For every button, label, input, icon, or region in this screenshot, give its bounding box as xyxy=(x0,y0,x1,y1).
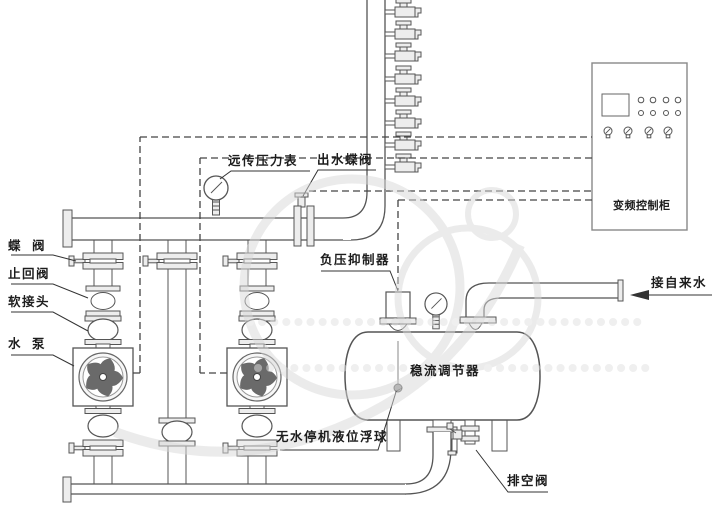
control-wiring xyxy=(133,136,592,374)
inlet-arrow xyxy=(630,290,649,300)
leader-lines xyxy=(11,169,712,493)
tap-faucet xyxy=(384,65,422,85)
label-flow-stabilizer: 稳流调节器 xyxy=(410,364,481,378)
cabinet-display-screen xyxy=(601,93,630,117)
inlet-end-flange xyxy=(617,279,624,302)
soft-joint xyxy=(161,420,193,444)
butterfly-valve xyxy=(68,252,124,270)
butterfly-valve xyxy=(68,439,124,457)
remote-pressure-gauge xyxy=(203,175,229,216)
pipe-segment xyxy=(93,455,113,485)
indicator-lights xyxy=(637,96,682,116)
outlet-riser-pipe xyxy=(342,0,386,241)
label-negative-pressure-suppressor: 负压抑制器 xyxy=(320,253,391,267)
tap-faucet xyxy=(384,131,422,151)
floor-taps xyxy=(384,0,422,173)
water-pump-1 xyxy=(72,347,134,407)
bypass-column xyxy=(142,239,198,485)
tap-faucet xyxy=(384,0,422,18)
drain-valve xyxy=(446,419,480,456)
vfd-control-cabinet xyxy=(591,62,688,231)
suction-header xyxy=(62,476,410,503)
label-drain-valve: 排空阀 xyxy=(507,474,550,488)
header-end-flange xyxy=(62,209,73,248)
label-outlet-butterfly-valve: 出水蝶阀 xyxy=(317,153,374,167)
label-remote-pressure-gauge: 远传压力表 xyxy=(228,154,299,168)
label-vfd-control-cabinet: 变频控制柜 xyxy=(613,200,671,212)
label-butterfly-valve: 蝶 阀 xyxy=(8,239,46,253)
label-no-water-stop-float: 无水停机液位浮球 xyxy=(276,430,389,444)
header-end-flange xyxy=(62,476,72,503)
control-wire-pump2 xyxy=(199,157,592,374)
soft-joint xyxy=(87,318,119,342)
pipe-segment xyxy=(247,455,267,485)
pipe-segment xyxy=(167,268,187,419)
flange xyxy=(84,408,122,414)
pipe-segment xyxy=(247,268,267,288)
pipe-segment xyxy=(167,239,187,255)
butterfly-valve xyxy=(142,252,198,270)
watermark xyxy=(113,174,654,457)
water-pump-2 xyxy=(226,347,288,407)
control-wire-suppressor xyxy=(397,199,592,290)
soft-joint xyxy=(87,414,119,438)
tap-faucet xyxy=(384,42,422,62)
pipe-segment xyxy=(93,239,113,255)
flange xyxy=(238,408,276,414)
label-water-pump: 水 泵 xyxy=(8,337,46,351)
discharge-header xyxy=(62,209,351,248)
tap-faucet xyxy=(384,20,422,40)
label-tap-water-inlet: 接自来水 xyxy=(651,276,708,290)
label-check-valve: 止回阀 xyxy=(8,267,51,281)
check-valve xyxy=(85,285,121,317)
pump-column-1 xyxy=(68,239,134,485)
pipe-segment xyxy=(93,268,113,288)
soft-joint xyxy=(241,414,273,438)
tap-faucet xyxy=(384,153,422,173)
label-soft-joint: 软接头 xyxy=(8,295,51,309)
control-wire-pump1 xyxy=(133,136,592,374)
tank-outlet-pipe xyxy=(404,419,458,495)
tap-faucet xyxy=(384,109,422,129)
tap-faucet xyxy=(384,87,422,107)
